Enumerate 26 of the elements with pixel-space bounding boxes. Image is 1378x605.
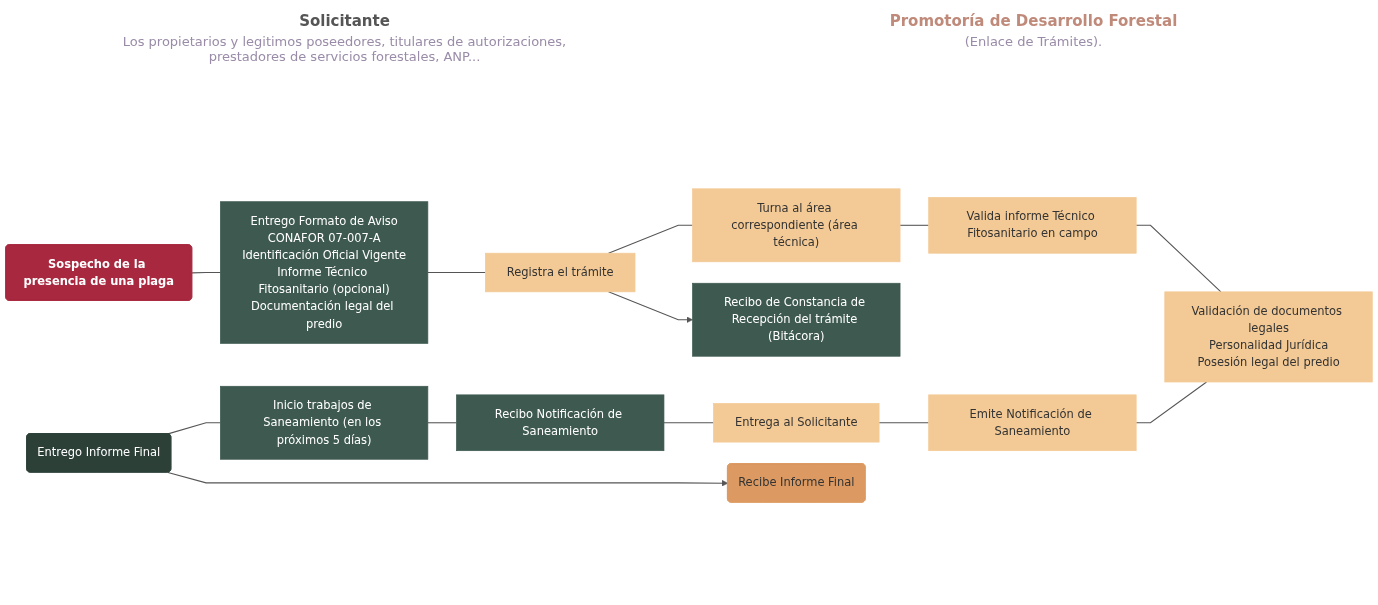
- lane-description: Los propietarios y legitimos poseedores, titulares de autorizaciones, prestadores de servicios forestales, ANP...: [121, 34, 568, 64]
- connector: [899, 224, 930, 226]
- connector: [607, 224, 694, 254]
- node-box: Recibo de Constancia de Recepción del trámite (Bitácora): [692, 282, 901, 357]
- node-box: Entrego Formato de Aviso CONAFOR 07-007-A Identificación Oficial Vigente Informe Técnico Fitosanitario (opcional) Documentación legal del predio: [220, 201, 429, 344]
- node-box: Recibo Notificación de Saneamiento: [456, 394, 665, 452]
- connector: [427, 422, 457, 424]
- connector: [167, 422, 221, 435]
- connector: [1135, 224, 1222, 293]
- connector: [427, 272, 486, 274]
- lane-heading: Promotoría de Desarrollo Forestal: [888, 12, 1179, 30]
- arrow: [607, 291, 693, 323]
- node-box: Registra el trámite: [485, 252, 636, 293]
- node-box: Inicio trabajos de Saneamiento (en los próximos 5 días): [220, 385, 429, 460]
- lane-heading: Solicitante: [298, 12, 391, 30]
- lane-description: (Enlace de Trámites).: [963, 34, 1104, 49]
- node-box: Turna al área correspondiente (área técnica): [692, 188, 901, 263]
- node-box: Entrega al Solicitante: [713, 403, 880, 443]
- connector: [191, 272, 221, 274]
- node-box: Validación de documentos legales Personalidad Jurídica Posesión legal del predio: [1164, 291, 1373, 383]
- arrow: [167, 471, 729, 487]
- connector: [878, 422, 930, 424]
- node-box: Valida informe Técnico Fitosanitario en campo: [928, 197, 1137, 254]
- connector: [663, 422, 715, 424]
- connector: [1135, 381, 1208, 424]
- node-box: Emite Notificación de Saneamiento: [928, 394, 1137, 452]
